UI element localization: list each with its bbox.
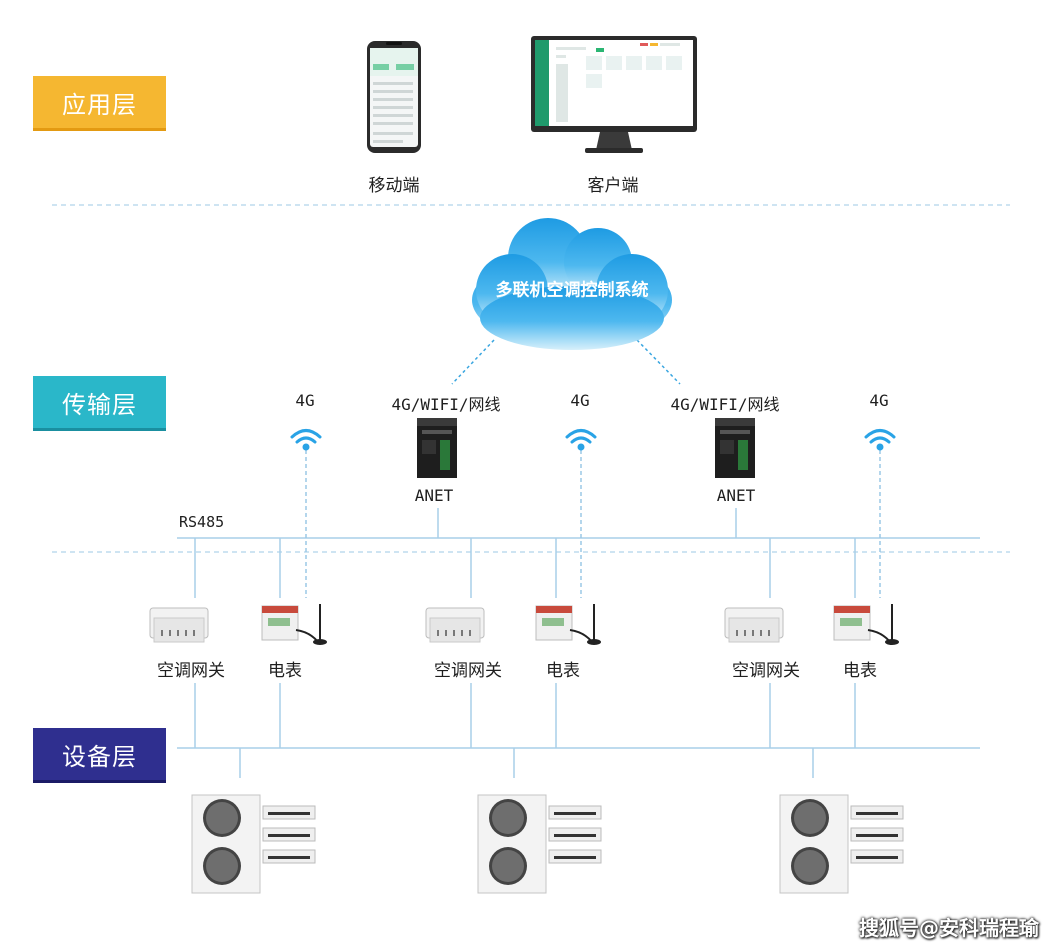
ac-gateway-label-1: 空调网关 xyxy=(157,661,225,681)
app-layer-badge: 应用层 xyxy=(33,76,166,131)
ac-gateway-icon-1 xyxy=(149,607,209,643)
mobile-label: 移动端 xyxy=(368,176,420,196)
link-label-mixed-1: 4G/WIFI/网线 xyxy=(391,395,501,414)
desktop-monitor-icon xyxy=(531,36,697,153)
device-layer-badge: 设备层 xyxy=(33,728,166,783)
meter-icon-3 xyxy=(833,604,899,645)
vrf-unit-group-2 xyxy=(477,794,602,894)
meter-icon-1 xyxy=(261,604,327,645)
ac-gateway-label-3: 空调网关 xyxy=(732,661,800,681)
wifi-icon-3 xyxy=(864,429,896,451)
mobile-phone-icon xyxy=(367,41,421,153)
ac-gateway-label-2: 空调网关 xyxy=(434,661,502,681)
meter-icon-2 xyxy=(535,604,601,645)
meter-label-2: 电表 xyxy=(546,661,580,681)
vrf-unit-group-3 xyxy=(779,794,904,894)
anet-gateway-icon-2 xyxy=(715,418,755,478)
desktop-label: 客户端 xyxy=(587,176,639,196)
cloud-icon xyxy=(472,218,672,350)
wifi-icon-2 xyxy=(565,429,597,451)
ac-gateway-icon-3 xyxy=(724,607,784,643)
cloud-system-label: 多联机空调控制系统 xyxy=(495,280,649,301)
ac-gateway-icon-2 xyxy=(425,607,485,643)
wifi-icon-1 xyxy=(290,429,322,451)
anet-label-2: ANET xyxy=(716,486,756,505)
app-layer-label: 应用层 xyxy=(62,90,137,119)
link-label-4g-3: 4G xyxy=(869,391,889,410)
rs485-label: RS485 xyxy=(179,513,225,531)
cloud-link-right xyxy=(636,339,681,385)
vrf-unit-group-1 xyxy=(191,794,316,894)
device-layer-label: 设备层 xyxy=(62,742,137,771)
watermark: 搜狐号@安科瑞程瑜 xyxy=(859,916,1039,940)
meter-label-1: 电表 xyxy=(268,661,302,681)
transport-layer-label: 传输层 xyxy=(62,390,137,419)
link-label-4g-1: 4G xyxy=(295,391,315,410)
link-label-4g-2: 4G xyxy=(570,391,590,410)
meter-label-3: 电表 xyxy=(843,661,877,681)
transport-layer-badge: 传输层 xyxy=(33,376,166,431)
anet-gateway-icon-1 xyxy=(417,418,457,478)
cloud-link-left xyxy=(451,339,495,385)
link-label-mixed-2: 4G/WIFI/网线 xyxy=(670,395,780,414)
anet-label-1: ANET xyxy=(414,486,454,505)
